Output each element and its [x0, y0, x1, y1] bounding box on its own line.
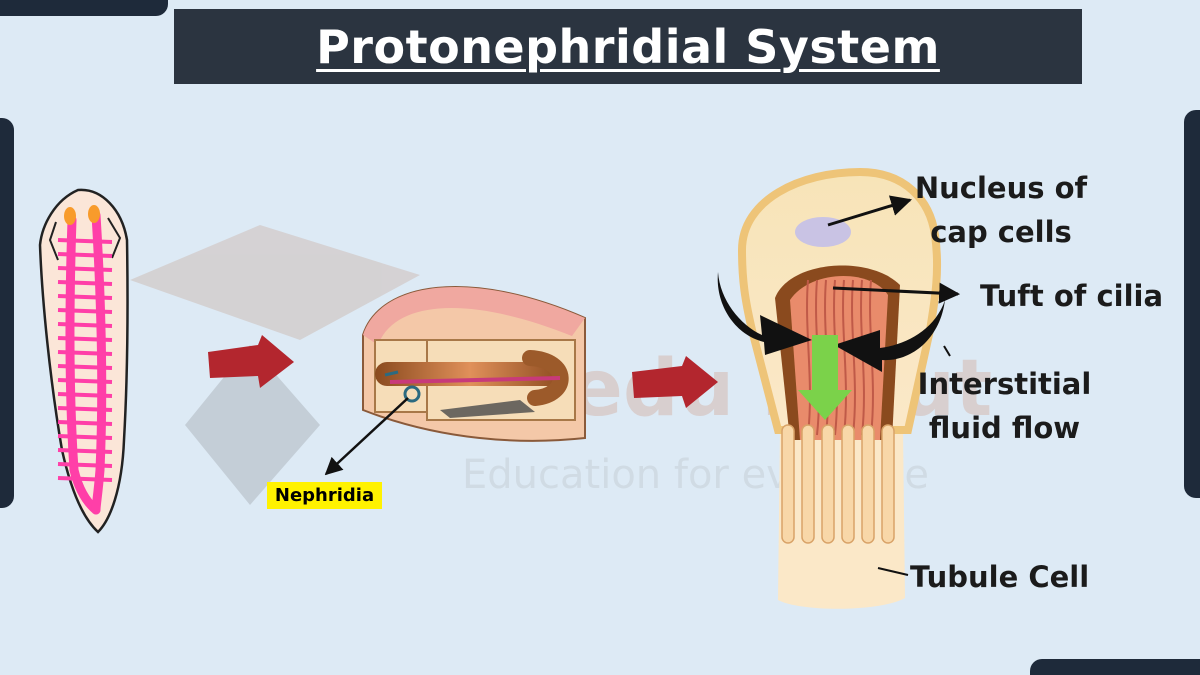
tubule-rod	[781, 424, 795, 544]
cap-cell-nucleus	[795, 217, 851, 247]
eyespot-left	[64, 207, 76, 225]
section-flame-cell	[384, 370, 399, 377]
excretory-branch	[57, 266, 113, 272]
leader-fluid	[943, 345, 951, 357]
side-decoration-right	[1184, 110, 1200, 498]
excretory-branch	[57, 406, 113, 412]
section-vessel	[389, 376, 561, 384]
leader-nucleus	[827, 195, 913, 227]
excretory-branch	[57, 392, 113, 398]
excretory-branch	[57, 476, 113, 482]
leader-tubule	[877, 567, 909, 576]
pointer-arrow-2	[632, 356, 718, 408]
tubule-rod	[881, 424, 895, 544]
excretory-branch	[57, 280, 113, 286]
flatworm-auricle-right	[107, 217, 122, 259]
section-nephridium	[403, 385, 421, 403]
label-nucleus-line1: Nucleus of	[914, 171, 1088, 205]
label-tubule-cell: Tubule Cell	[910, 560, 1090, 594]
tubule-rod	[821, 424, 835, 544]
leader-nephridia	[324, 397, 409, 476]
body-section-illustration	[362, 286, 586, 442]
title-banner: Protonephridial System	[174, 9, 1082, 84]
cilia-strand	[806, 279, 811, 436]
excretory-branch	[57, 322, 113, 328]
watermark-cap-shape	[130, 225, 420, 340]
excretory-canal-right	[91, 210, 107, 515]
excretory-branch	[57, 378, 113, 384]
fluid-flow-arrow	[798, 335, 852, 420]
pointer-arrow-1	[208, 335, 294, 388]
tubule-rod	[861, 424, 875, 544]
excretory-branch	[57, 364, 113, 370]
label-nucleus-line2: cap cells	[930, 215, 1072, 249]
label-fluid-line2: fluid flow	[928, 411, 1081, 445]
tubule-rods	[781, 424, 895, 544]
leader-cilia	[832, 282, 961, 304]
tubule-rod	[841, 424, 855, 544]
label-fluid-line1: Interstitial	[917, 367, 1092, 401]
excretory-branch	[57, 448, 113, 454]
eyespot-right	[88, 205, 100, 223]
watermark-pen-shape	[185, 345, 320, 505]
excretory-branches	[57, 238, 113, 482]
excretory-branch	[57, 420, 113, 426]
excretory-branch	[57, 294, 113, 300]
excretory-branch	[57, 350, 113, 356]
excretory-branch	[57, 336, 113, 342]
label-tuft-of-cilia: Tuft of cilia	[980, 279, 1164, 313]
section-tubule-loop	[522, 350, 569, 406]
corner-decoration-top-left	[0, 0, 168, 16]
flatworm-illustration	[38, 188, 129, 534]
excretory-branch	[57, 462, 113, 468]
flatworm-body	[38, 188, 129, 534]
cilia-strand	[842, 279, 847, 436]
excretory-branch	[57, 434, 113, 440]
inflow-arrow-left	[717, 272, 812, 355]
diagram-title: Protonephridial System	[316, 19, 940, 74]
excretory-branch	[57, 252, 113, 258]
label-interstitial-fluid-flow: Interstitial fluid flow	[912, 362, 1097, 450]
excretory-branch	[57, 308, 113, 314]
section-epidermis	[363, 287, 585, 345]
excretory-branch	[57, 238, 113, 244]
inflow-arrow-right	[834, 300, 945, 372]
section-gut	[440, 400, 535, 418]
label-nucleus-cap-cells: Nucleus of cap cells	[905, 166, 1097, 254]
label-nephridia: Nephridia	[267, 482, 382, 509]
side-decoration-left	[0, 118, 14, 508]
corner-decoration-bottom-right	[1030, 659, 1200, 675]
flatworm-auricle-left	[48, 221, 59, 261]
tubule-rod	[801, 424, 815, 544]
